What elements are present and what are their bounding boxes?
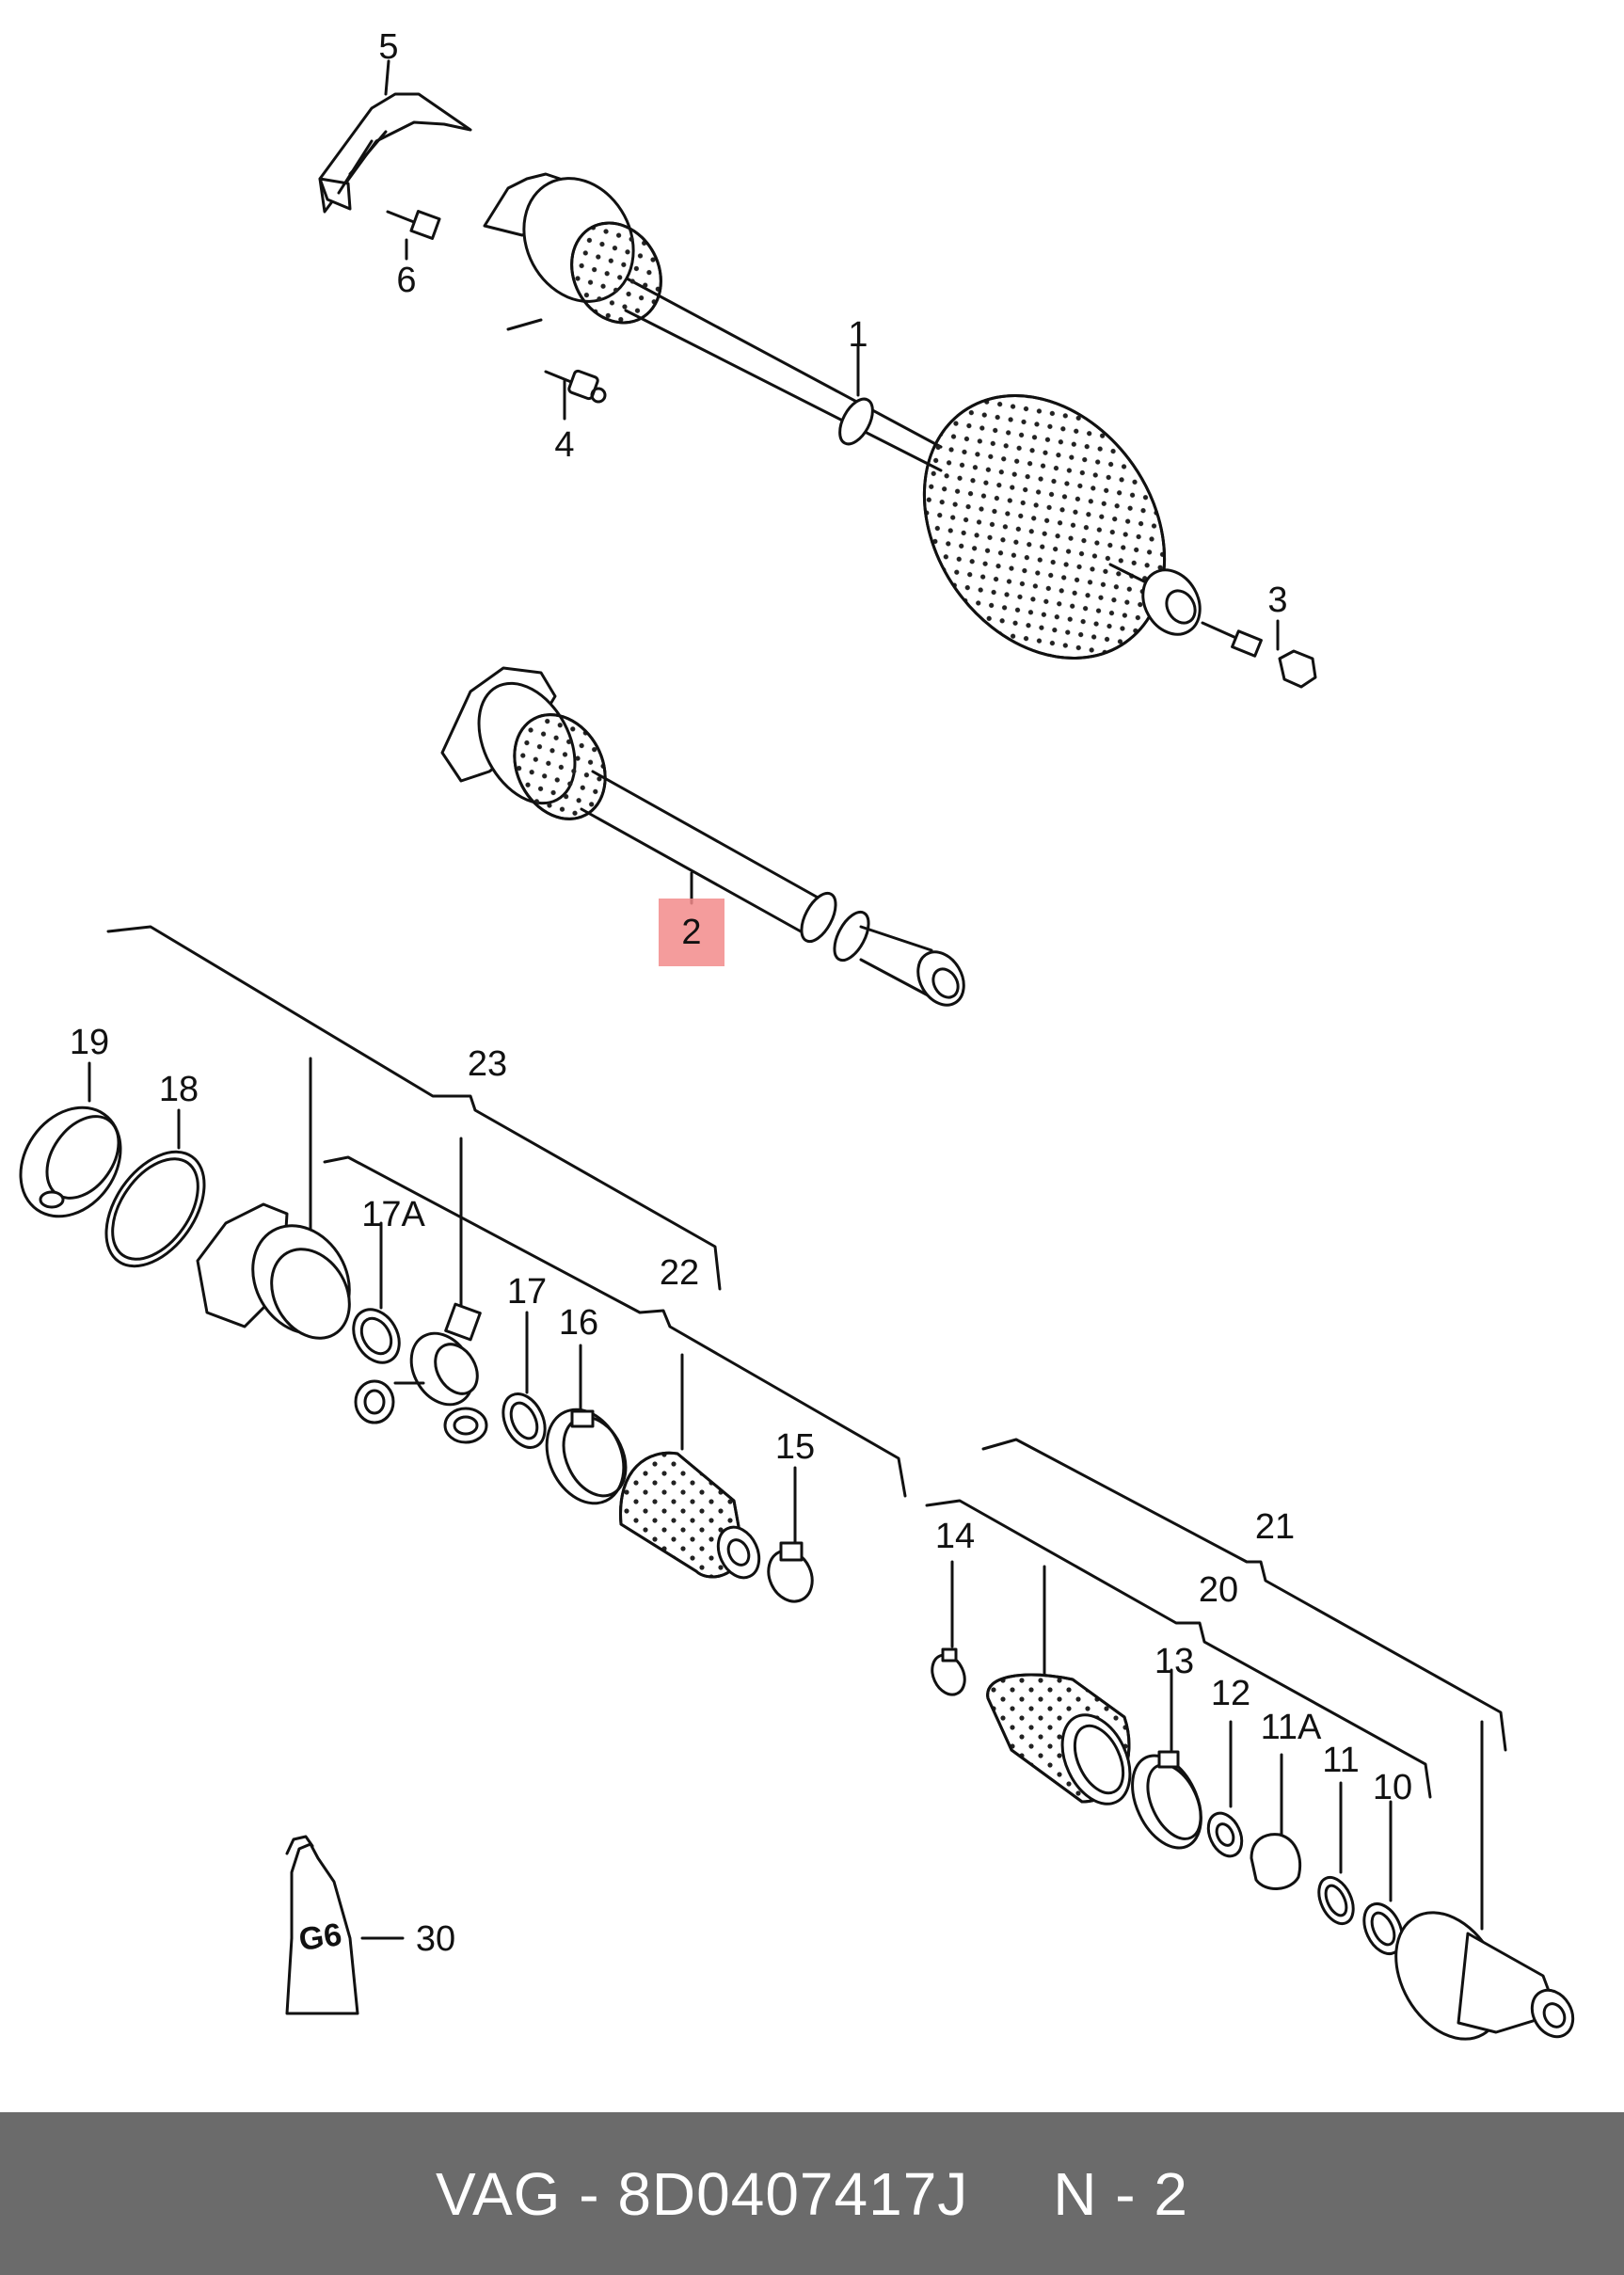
- part-reference-footer: VAG - 8D0407417J N - 2: [0, 2112, 1624, 2275]
- outer-joint-part-21: [1394, 1720, 1575, 2041]
- clamp-part-13: [1131, 1668, 1202, 1850]
- joint-housing-part-23: [196, 1057, 351, 1340]
- bolt-part-6: [386, 210, 441, 240]
- outer-boot: [986, 1565, 1132, 1806]
- label-part-17a: 17A: [361, 1195, 425, 1234]
- label-part-22: 22: [660, 1253, 699, 1293]
- label-part-11a: 11A: [1261, 1708, 1322, 1747]
- label-part-3: 3: [1267, 581, 1287, 620]
- drive-shaft-part-2: [440, 666, 965, 1007]
- cover-ring-part-19: [19, 1106, 122, 1218]
- exploded-parts-diagram: G6 5 6 4 1 3 2 19 18 23 17A 17 16 22 15 …: [19, 27, 1575, 2041]
- label-part-21: 21: [1255, 1507, 1295, 1547]
- label-part-17: 17: [507, 1272, 547, 1312]
- label-part-30: 30: [416, 1919, 455, 1959]
- spacer-part-11a: [1250, 1753, 1302, 1890]
- clamp-part-16: [545, 1344, 628, 1505]
- clip-part-14: [931, 1560, 966, 1696]
- grease-tube-part-30: [285, 1835, 405, 2015]
- label-part-2: 2: [681, 913, 701, 952]
- circlip-part-11: [1317, 1781, 1355, 1926]
- label-part-6: 6: [396, 261, 416, 300]
- part-number: VAG - 8D0407417J: [436, 2159, 969, 2228]
- heat-shield-part-5: [318, 92, 472, 214]
- label-part-1: 1: [848, 315, 868, 355]
- seal-ring-part-18: [104, 1150, 206, 1268]
- label-part-15: 15: [775, 1427, 815, 1467]
- label-part-4: 4: [554, 425, 574, 465]
- group-bracket-23: [106, 925, 722, 1291]
- label-part-10: 10: [1373, 1768, 1412, 1807]
- boot-part-22: [619, 1353, 761, 1580]
- clip-part-15: [767, 1466, 814, 1603]
- circlip-part-17a: [352, 1221, 401, 1364]
- position-reference: N - 2: [1053, 2159, 1188, 2228]
- label-part-13: 13: [1154, 1642, 1194, 1681]
- ring-part-12: [1206, 1720, 1244, 1858]
- label-part-23: 23: [468, 1044, 507, 1084]
- grease-tube-text: G6: [296, 1917, 343, 1958]
- inner-joint-cage: [354, 1137, 488, 1444]
- circlip-part-10: [1362, 1800, 1404, 1955]
- bolt-part-3: [1201, 621, 1317, 689]
- label-part-12: 12: [1211, 1674, 1250, 1713]
- drive-shaft-part-1: [483, 172, 1202, 660]
- group-bracket-20: [925, 1499, 1432, 1799]
- label-part-18: 18: [159, 1070, 199, 1109]
- label-part-20: 20: [1199, 1570, 1238, 1610]
- label-part-16: 16: [559, 1303, 598, 1343]
- highlight-box-part-2: [659, 899, 724, 966]
- label-part-19: 19: [70, 1023, 109, 1062]
- group-bracket-22: [323, 1155, 907, 1498]
- label-part-14: 14: [935, 1517, 975, 1556]
- label-part-11: 11: [1322, 1741, 1359, 1780]
- circlip-part-17: [502, 1311, 547, 1449]
- group-bracket-21: [981, 1438, 1507, 1752]
- label-part-5: 5: [378, 27, 398, 67]
- bolt-part-4: [544, 369, 607, 404]
